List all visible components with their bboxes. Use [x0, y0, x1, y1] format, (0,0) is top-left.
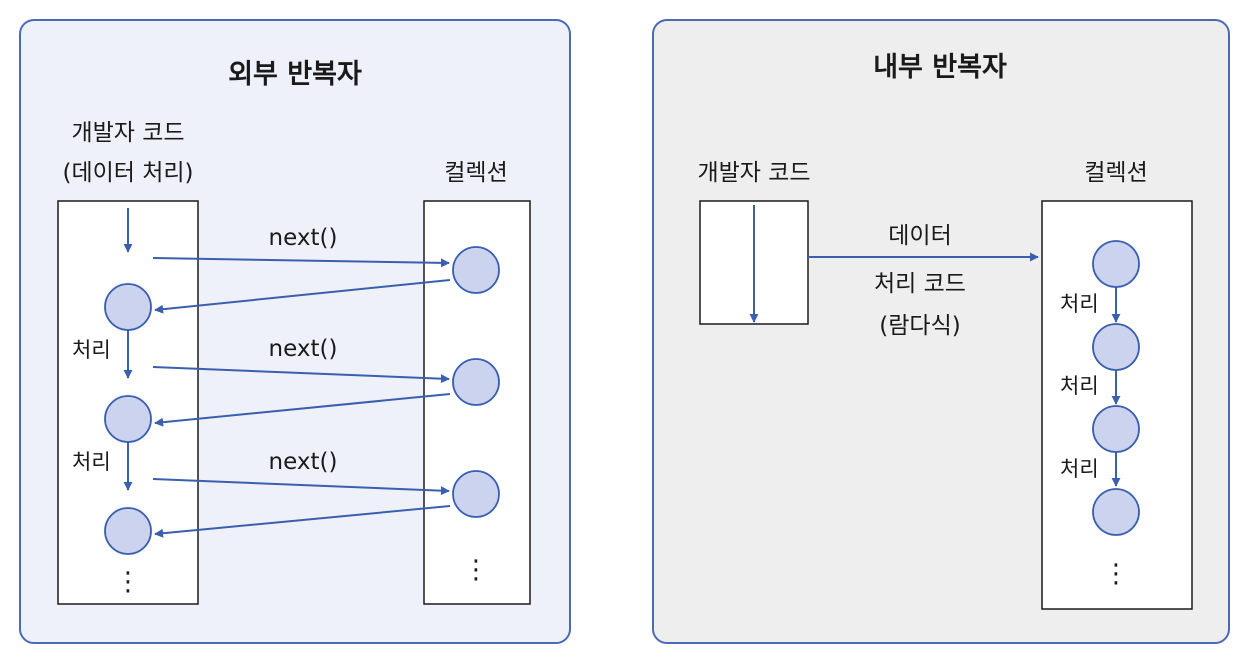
process-label-1: 처리	[72, 338, 111, 362]
process-label-2: 처리	[72, 450, 111, 474]
return-arrow-3	[154, 505, 451, 538]
dev-data-node-3	[104, 507, 152, 555]
internal-process-label-2: 처리	[1060, 374, 1099, 398]
external-iterator-title: 외부 반복자	[228, 59, 362, 90]
next-label-1: next()	[269, 225, 338, 251]
collection-node-1	[452, 246, 500, 294]
collection-node-2	[452, 358, 500, 406]
next-request-arrow-3	[152, 478, 450, 496]
developer-code-label: 개발자 코드	[71, 120, 184, 146]
collection-ellipsis: ⋮	[463, 555, 489, 585]
external-collection-label: 컬렉션	[444, 160, 507, 186]
lambda-label-line3: (람다식)	[879, 313, 960, 339]
internal-collection-node-1	[1092, 240, 1140, 288]
internal-process-label-3: 처리	[1060, 457, 1099, 481]
developer-code-sublabel: (데이터 처리)	[62, 160, 193, 186]
internal-process-label-1: 처리	[1060, 292, 1099, 316]
internal-collection-node-3	[1092, 405, 1140, 453]
lambda-label-line2: 처리 코드	[874, 271, 966, 297]
return-arrow-2	[154, 393, 451, 427]
internal-collection-label: 컬렉션	[1084, 160, 1147, 186]
dev-data-node-2	[104, 395, 152, 443]
next-request-arrow-2	[152, 366, 450, 384]
next-label-2: next()	[269, 336, 338, 362]
return-arrow-1	[154, 279, 451, 314]
lambda-label-line1: 데이터	[888, 223, 951, 249]
next-request-arrow-1	[152, 257, 450, 268]
internal-iterator-title: 내부 반복자	[873, 52, 1007, 83]
next-label-3: next()	[269, 449, 338, 475]
internal-collection-node-4	[1092, 488, 1140, 536]
internal-collection-ellipsis: ⋮	[1103, 559, 1129, 589]
dev-data-node-1	[104, 283, 152, 331]
internal-developer-code-label: 개발자 코드	[697, 160, 810, 186]
internal-collection-node-2	[1092, 323, 1140, 371]
dev-ellipsis: ⋮	[115, 567, 141, 597]
collection-node-3	[452, 470, 500, 518]
